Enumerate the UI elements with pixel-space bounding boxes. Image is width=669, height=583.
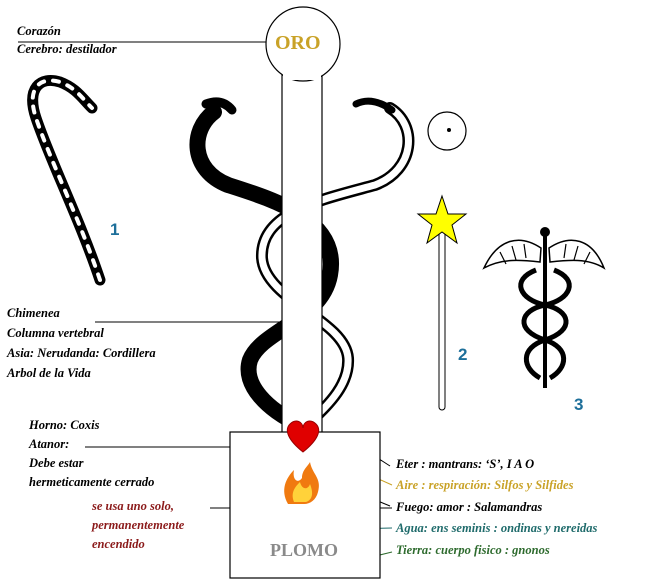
label-aire: Aire : respiración: Silfos y Silfides	[396, 478, 574, 492]
serpent-outline-head	[352, 97, 396, 114]
label-agua: Agua: ens seminis : ondinas y nereidas	[396, 521, 598, 535]
furnace-box	[229, 431, 381, 579]
column	[265, 6, 341, 437]
star-wand-icon	[416, 194, 468, 411]
label-cerebro: Cerebro: destilador	[17, 42, 117, 56]
crook-staff-icon	[27, 75, 106, 286]
number-1: 1	[110, 220, 120, 239]
note-se-usa-uno-solo: se usa uno solo,	[92, 499, 174, 513]
label-tierra: Tierra: cuerpo fisico : gnonos	[396, 543, 550, 557]
label-plomo: PLOMO	[270, 540, 338, 560]
crescent-moon-icon	[152, 116, 170, 152]
number-2: 2	[458, 345, 468, 364]
label-hermeticamente-cerrado: hermeticamente cerrado	[29, 475, 155, 489]
label-chimenea: Chimenea	[7, 306, 60, 320]
serpent-outline-inner	[258, 104, 412, 432]
label-corazon: Corazón	[17, 24, 61, 38]
column-neck	[283, 60, 321, 80]
caduceus-icon	[482, 227, 606, 388]
label-columna-vertebral: Columna vertebral	[7, 326, 104, 340]
number-3: 3	[574, 395, 584, 414]
label-arbol-de-la-vida: Arbol de la Vida	[7, 366, 91, 380]
label-oro: ORO	[275, 32, 321, 54]
label-atanor: Atanor:	[29, 437, 70, 451]
label-horno-coxis: Horno: Coxis	[29, 418, 100, 432]
sun-circle-icon	[427, 111, 467, 151]
flame-icon	[284, 462, 319, 504]
column-body	[281, 65, 323, 437]
label-asia-nerudanda: Asia: Nerudanda: Cordillera	[7, 346, 156, 360]
label-debe-estar: Debe estar	[29, 456, 84, 470]
label-eter: Eter : mantrans: ‘S’, I A O	[396, 457, 535, 471]
serpents	[189, 97, 415, 434]
label-fuego: Fuego: amor : Salamandras	[396, 500, 543, 514]
note-encendido: encendido	[92, 537, 145, 551]
serpent-black	[189, 104, 339, 433]
heart-icon	[286, 420, 320, 453]
serpent-black-head	[201, 97, 237, 115]
note-permanentemente: permanentemente	[92, 518, 185, 532]
